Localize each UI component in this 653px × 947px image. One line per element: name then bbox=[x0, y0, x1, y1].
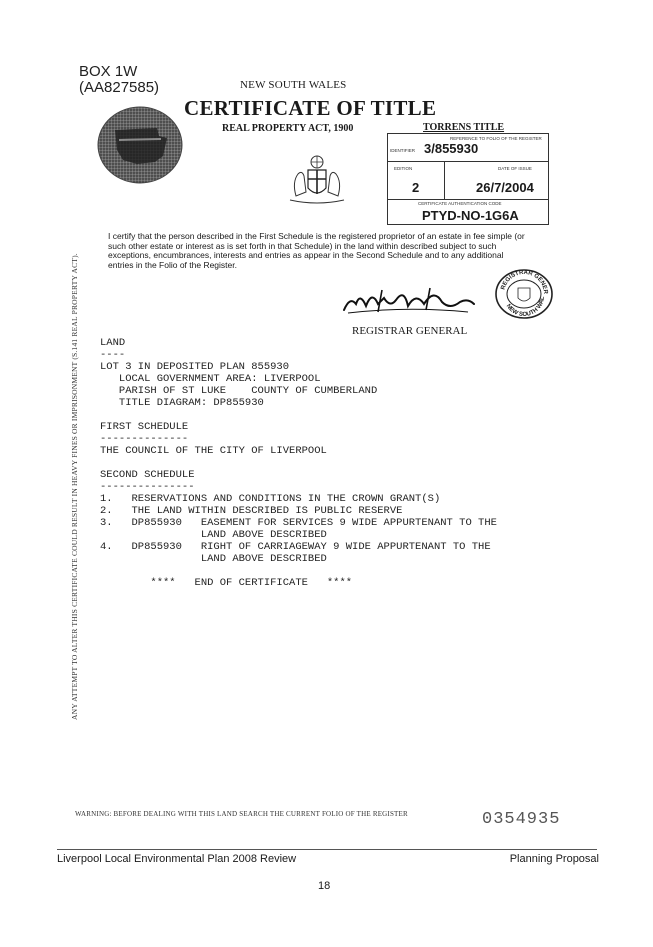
particulars-line: **** END OF CERTIFICATE **** bbox=[100, 577, 353, 589]
particulars-line: 3. DP855930 EASEMENT FOR SERVICES 9 WIDE… bbox=[100, 517, 497, 529]
act-subtitle: REAL PROPERTY ACT, 1900 bbox=[222, 123, 354, 134]
box-divider bbox=[444, 161, 445, 199]
particulars-line: SECOND SCHEDULE bbox=[100, 469, 195, 481]
particulars-line: 4. DP855930 RIGHT OF CARRIAGEWAY 9 WIDE … bbox=[100, 541, 491, 553]
box-number: BOX 1W bbox=[79, 63, 138, 80]
reference-label: REFERENCE TO FOLIO OF THE REGISTER bbox=[450, 136, 542, 141]
signature-icon bbox=[338, 282, 478, 316]
particulars-line: THE COUNCIL OF THE CITY OF LIVERPOOL bbox=[100, 445, 327, 457]
issue-date-value: 26/7/2004 bbox=[476, 180, 534, 195]
particulars-line: LAND bbox=[100, 337, 126, 349]
edition-label: EDITION bbox=[394, 166, 413, 171]
auth-code-value: PTYD-NO-1G6A bbox=[422, 208, 519, 223]
auth-label: CERTIFICATE AUTHENTICATION CODE bbox=[418, 201, 502, 206]
hologram-seal-icon bbox=[97, 106, 183, 184]
date-label: DATE OF ISSUE bbox=[498, 166, 532, 171]
particulars-line: 1. RESERVATIONS AND CONDITIONS IN THE CR… bbox=[100, 493, 441, 505]
state-heading: NEW SOUTH WALES bbox=[240, 79, 347, 91]
box-reference: (AA827585) bbox=[79, 79, 160, 96]
footer-divider bbox=[57, 849, 597, 850]
registrar-title: REGISTRAR GENERAL bbox=[352, 325, 468, 337]
torrens-title-heading: TORRENS TITLE bbox=[423, 122, 505, 133]
particulars-line: --------------- bbox=[100, 481, 195, 493]
identifier-value: 3/855930 bbox=[424, 141, 479, 156]
side-warning: ANY ATTEMPT TO ALTER THIS CERTIFICATE CO… bbox=[70, 253, 79, 720]
bottom-warning: WARNING: BEFORE DEALING WITH THIS LAND S… bbox=[75, 810, 408, 818]
particulars-line: 2. THE LAND WITHIN DESCRIBED IS PUBLIC R… bbox=[100, 505, 403, 517]
box-divider bbox=[388, 199, 548, 200]
footer-section-title: Planning Proposal bbox=[509, 853, 599, 865]
particulars-line: LAND ABOVE DESCRIBED bbox=[100, 553, 327, 565]
certification-text: I certify that the person described in t… bbox=[108, 231, 525, 270]
title-reference-box: REFERENCE TO FOLIO OF THE REGISTER IDENT… bbox=[387, 133, 549, 225]
serial-number: 0354935 bbox=[482, 810, 561, 829]
page-number: 18 bbox=[318, 880, 331, 892]
particulars-line: FIRST SCHEDULE bbox=[100, 421, 189, 433]
particulars-line bbox=[100, 565, 497, 577]
registrar-seal-icon: REGISTRAR GENERAL NEW SOUTH WALES bbox=[492, 264, 554, 320]
particulars-line: ---- bbox=[100, 349, 126, 361]
particulars-line bbox=[100, 409, 497, 421]
box-divider bbox=[388, 161, 548, 162]
particulars-line: PARISH OF ST LUKE COUNTY OF CUMBERLAND bbox=[100, 385, 378, 397]
particulars-line: -------------- bbox=[100, 433, 189, 445]
identifier-label: IDENTIFIER bbox=[390, 148, 416, 153]
particulars-line: TITLE DIAGRAM: DP855930 bbox=[100, 397, 264, 409]
particulars-line: LOCAL GOVERNMENT AREA: LIVERPOOL bbox=[100, 373, 321, 385]
particulars-line: LOT 3 IN DEPOSITED PLAN 855930 bbox=[100, 361, 290, 373]
coat-of-arms-icon bbox=[282, 152, 352, 208]
particulars-line bbox=[100, 457, 497, 469]
edition-value: 2 bbox=[412, 180, 420, 195]
page-title: CERTIFICATE OF TITLE bbox=[184, 96, 437, 120]
footer-document-title: Liverpool Local Environmental Plan 2008 … bbox=[57, 853, 297, 865]
title-particulars: LAND----LOT 3 IN DEPOSITED PLAN 855930 L… bbox=[100, 337, 497, 589]
box-label: BOX 1W (AA827585) bbox=[79, 64, 159, 96]
particulars-line: LAND ABOVE DESCRIBED bbox=[100, 529, 327, 541]
